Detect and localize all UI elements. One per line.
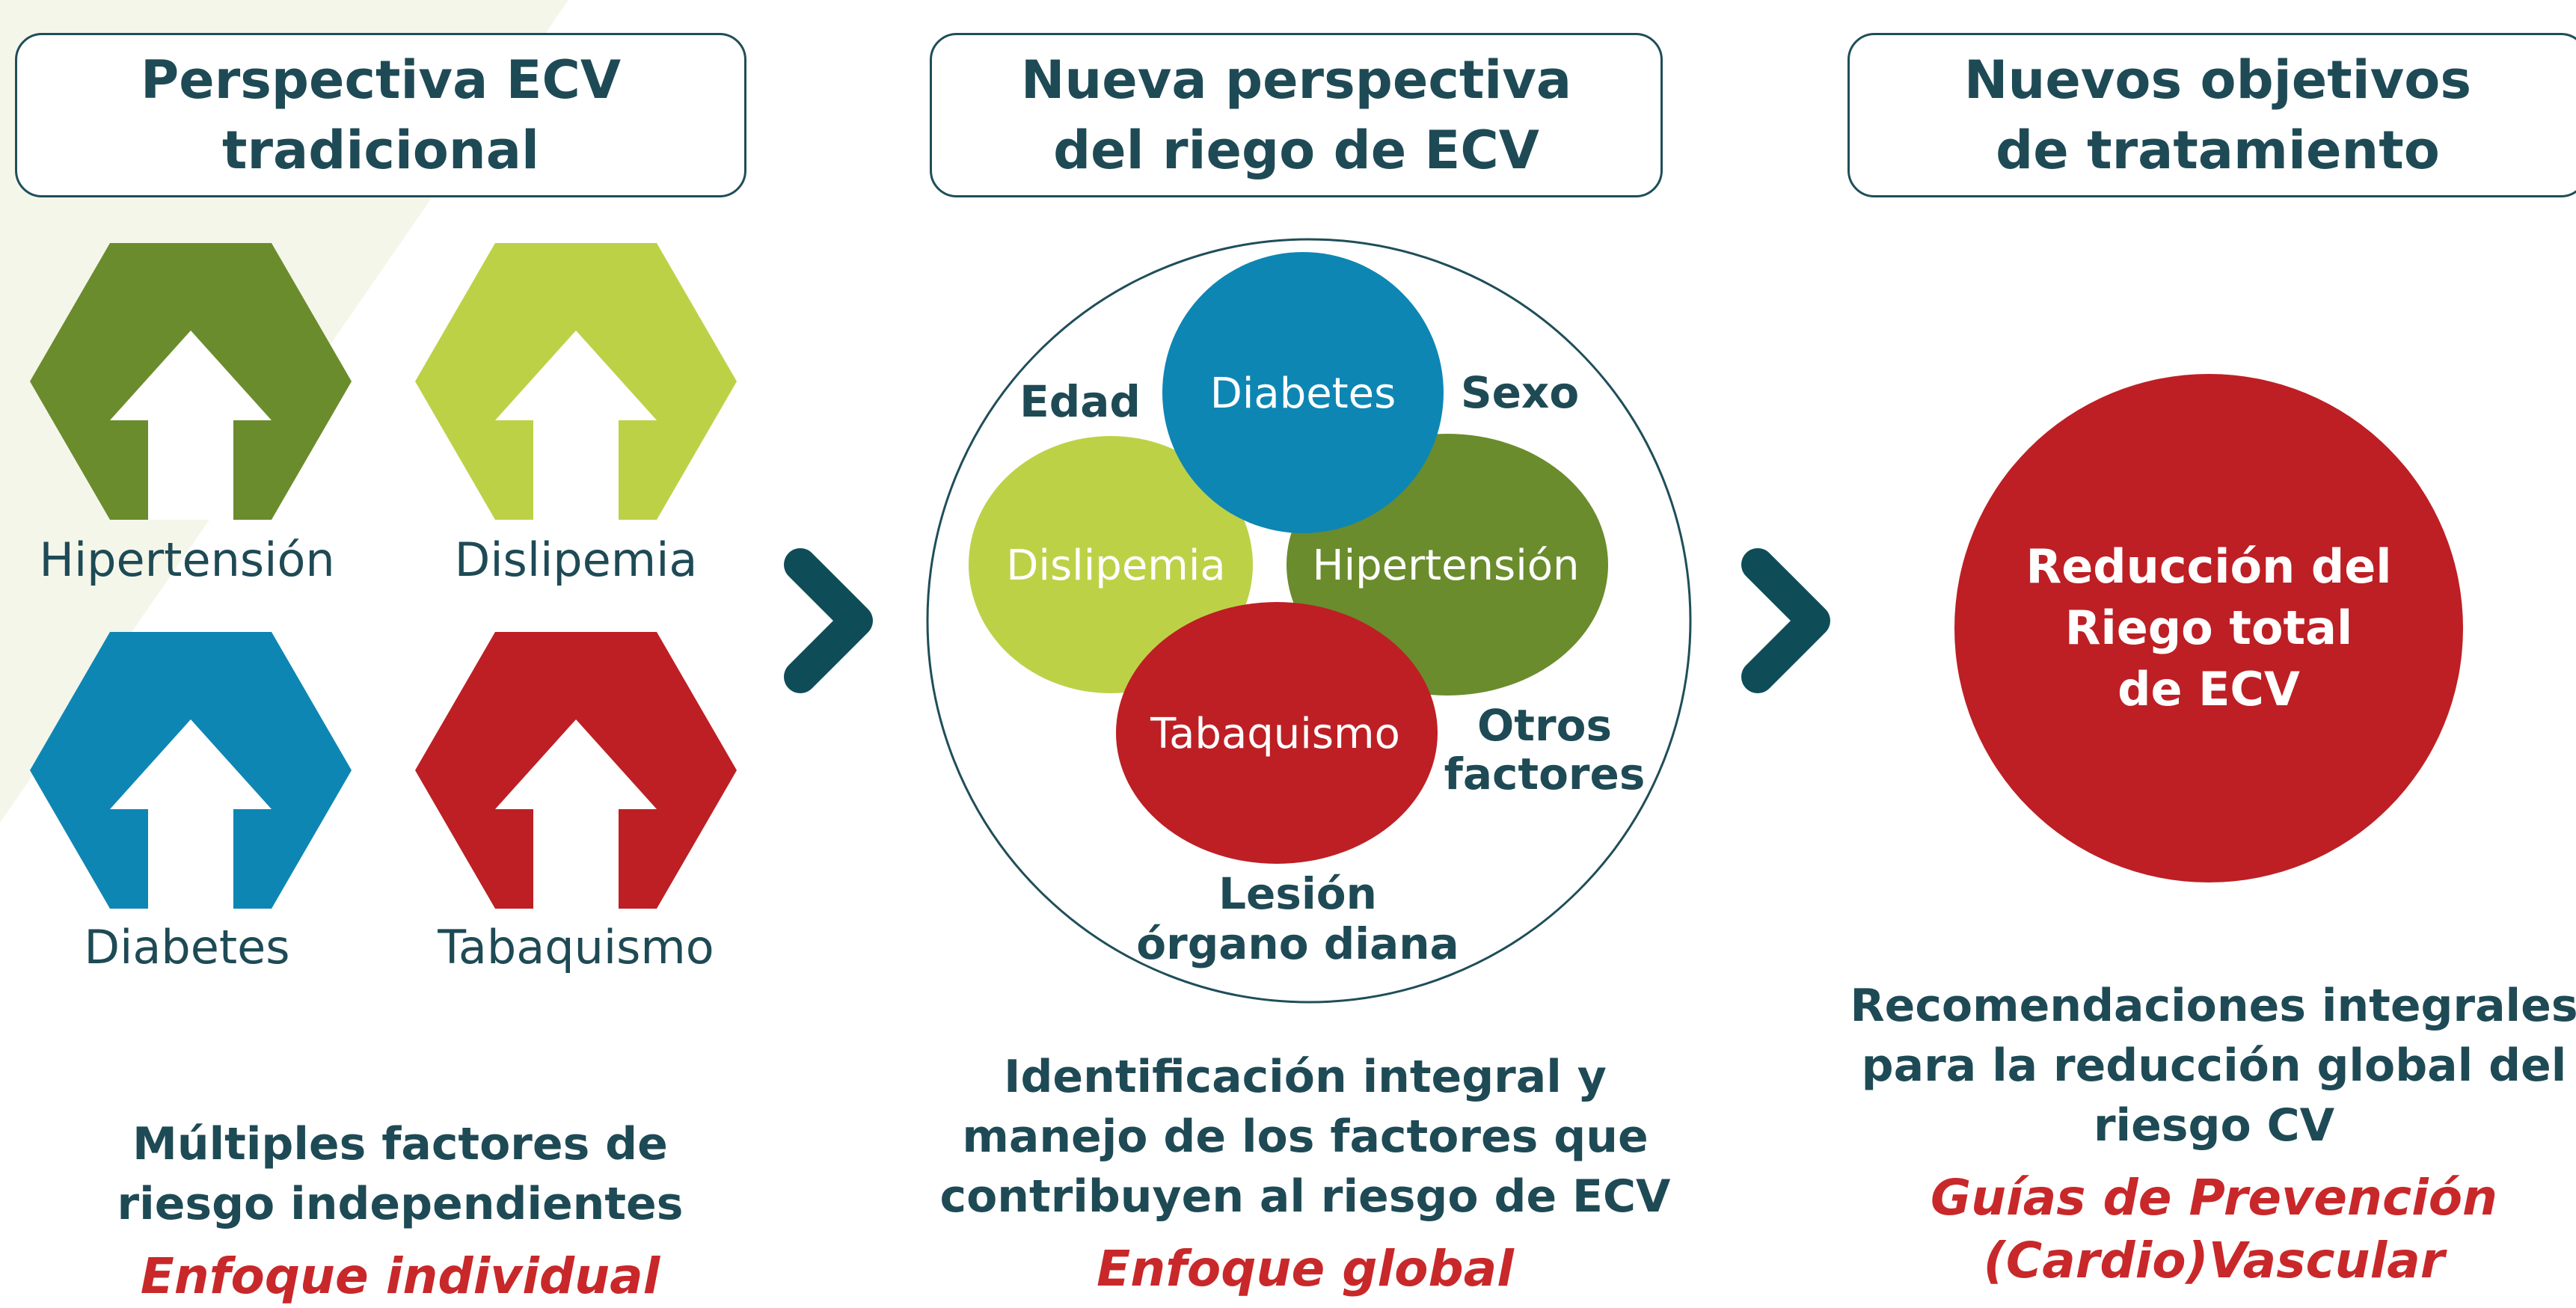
- description-traditional: Múltiples factores de riesgo independien…: [117, 1114, 684, 1234]
- up-arrow-icon: [110, 331, 272, 520]
- emphasis-traditional: Enfoque individual: [141, 1245, 660, 1308]
- up-arrow-icon: [495, 719, 657, 909]
- header-line: de tratamiento: [1996, 120, 2440, 181]
- emphasis-line: Enfoque global: [1097, 1240, 1514, 1298]
- description-new-perspective: Identificación integral y manejo de los …: [940, 1047, 1671, 1226]
- venn-label-tabaquismo: Tabaquismo: [1150, 710, 1400, 758]
- emphasis-line: Guías de Prevención: [1930, 1169, 2498, 1226]
- description-line: Múltiples factores de: [132, 1118, 668, 1170]
- emphasis-new-objectives: Guías de Prevención (Cardio)Vascular: [1931, 1167, 2497, 1292]
- venn-circle-diabetes: [1162, 252, 1444, 533]
- venn-label-lesion: Lesión: [1218, 868, 1377, 919]
- venn-label-diabetes: Diabetes: [1210, 369, 1396, 418]
- risk-venn-diagram: Diabetes Dislipemia Hipertensión Tabaqui…: [926, 238, 1692, 1004]
- description-line: manejo de los factores que: [962, 1111, 1649, 1163]
- description-line: riesgo CV: [2093, 1099, 2335, 1152]
- header-line: Nueva perspectiva: [1020, 49, 1572, 111]
- venn-label-otros: Otros: [1477, 700, 1612, 751]
- header-line: Nuevos objetivos: [1963, 49, 2472, 111]
- emphasis-line: Enfoque individual: [140, 1247, 660, 1305]
- header-new-objectives: Nuevos objetivos de tratamiento: [1847, 33, 2576, 197]
- chevron-right-icon: [784, 548, 873, 693]
- description-new-objectives: Recomendaciones integrales para la reduc…: [1850, 976, 2576, 1155]
- hexagon-label: Diabetes: [84, 920, 290, 974]
- header-line: Perspectiva ECV: [140, 49, 622, 111]
- up-arrow-icon: [110, 719, 272, 909]
- hexagon-hipertension: [30, 243, 352, 520]
- emphasis-new-perspective: Enfoque global: [1097, 1238, 1514, 1301]
- chevron-right-icon: [1741, 548, 1830, 693]
- hexagon-tabaquismo: [415, 632, 737, 909]
- venn-label-edad: Edad: [1019, 376, 1141, 427]
- hexagon-label: Hipertensión: [39, 532, 335, 587]
- venn-label-sexo: Sexo: [1461, 367, 1579, 418]
- hexagon-label: Dislipemia: [454, 532, 698, 587]
- venn-label-dislipemia: Dislipemia: [1006, 541, 1225, 590]
- result-circle: Reducción del Riego total de ECV: [1954, 374, 2463, 882]
- emphasis-line: (Cardio)Vascular: [1983, 1232, 2445, 1289]
- header-line: tradicional: [222, 120, 539, 181]
- venn-circle-tabaquismo: [1116, 602, 1438, 864]
- hexagon-dislipemia: [415, 243, 737, 520]
- result-line: Reducción del: [2025, 539, 2392, 594]
- hexagon-diabetes: [30, 632, 352, 909]
- venn-label-organo-diana: órgano diana: [1136, 918, 1459, 969]
- header-line: del riego de ECV: [1053, 120, 1539, 181]
- description-line: riesgo independientes: [117, 1178, 684, 1230]
- description-line: Recomendaciones integrales: [1850, 980, 2576, 1032]
- result-line: de ECV: [2117, 662, 2300, 716]
- header-new-perspective: Nueva perspectiva del riego de ECV: [930, 33, 1663, 197]
- venn-label-factores: factores: [1444, 749, 1646, 799]
- venn-label-hipertension: Hipertensión: [1312, 541, 1579, 590]
- header-traditional-perspective: Perspectiva ECV tradicional: [15, 33, 746, 197]
- description-line: Identificación integral y: [1004, 1051, 1607, 1103]
- result-line: Riego total: [2064, 601, 2353, 655]
- description-line: para la reducción global del: [1861, 1040, 2567, 1092]
- description-line: contribuyen al riesgo de ECV: [939, 1170, 1671, 1223]
- hexagon-label: Tabaquismo: [438, 920, 714, 974]
- up-arrow-icon: [495, 331, 657, 520]
